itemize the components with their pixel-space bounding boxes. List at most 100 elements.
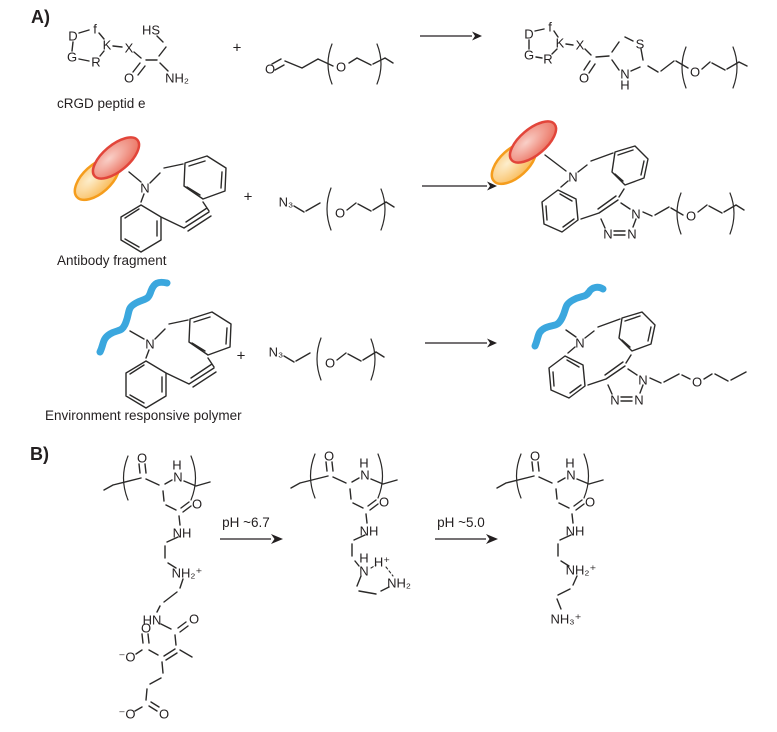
- polymer-squiggle: [96, 278, 171, 356]
- atom-O-label: O: [692, 375, 702, 390]
- atom-R-label: R: [91, 55, 100, 70]
- atom-HS-label: HS: [142, 23, 160, 38]
- atom-O-label: O: [159, 707, 169, 722]
- responsive-polymer-structure: N: [96, 278, 232, 409]
- atom-H-label: H: [359, 456, 368, 471]
- aldehyde-peg-structure: O O: [265, 43, 394, 85]
- monomer-bonds: [290, 461, 398, 524]
- arrow-head: [472, 31, 482, 41]
- peg-parentheses: [676, 192, 735, 235]
- atom-O-label: O: [141, 621, 151, 636]
- atom-N-label: N: [627, 227, 636, 242]
- reaction-arrow-row3: [425, 338, 497, 348]
- atom-NH3plus-label: NH₃⁺: [551, 612, 582, 627]
- atom-G-label: G: [67, 50, 77, 65]
- dbco-triazole-bonds: [548, 311, 656, 402]
- product3-ether-bonds: [649, 371, 747, 384]
- repeat-parentheses: [122, 455, 197, 501]
- atom-S-label: S: [636, 37, 645, 52]
- arrow-head: [487, 338, 497, 348]
- atom-N-label: N: [360, 468, 369, 483]
- atom-N-label: N: [145, 337, 154, 352]
- atom-H-label: H: [565, 456, 574, 471]
- azide-peg-bonds: [293, 201, 395, 213]
- dbco-group: N: [120, 155, 227, 253]
- dbco-bonds: [120, 155, 227, 253]
- atom-N-label: N: [603, 227, 612, 242]
- atom-N-label: N: [173, 470, 182, 485]
- atom-N-label: N: [575, 336, 584, 351]
- atom-O-label: O: [324, 449, 334, 464]
- atom-Hplus-label: H⁺: [374, 555, 390, 570]
- arrow-head: [271, 534, 283, 544]
- polymer-linker-bond: [129, 330, 145, 340]
- plus-sign-row3: +: [237, 348, 246, 365]
- atom-O-label: O: [325, 356, 335, 371]
- atom-O-label: O: [189, 612, 199, 627]
- atom-O-label: O: [336, 60, 346, 75]
- caption-crgd-peptide: cRGD peptid e: [57, 96, 146, 111]
- antibody-red-ellipse: [91, 136, 141, 180]
- hydrogen-bond-dashes: [370, 564, 394, 577]
- atom-N-label: N: [610, 393, 619, 408]
- azide-peg-structure: N₃ O: [279, 187, 395, 231]
- atom-N-label: N: [631, 207, 640, 222]
- atom-X-label: X: [125, 41, 134, 56]
- atom-O-label: O: [335, 206, 345, 221]
- ph-step2-arrow: pH ~5.0: [435, 515, 498, 544]
- atom-NH2-label: NH₂: [165, 71, 189, 86]
- azide-peg-structure: N₃ O: [269, 337, 385, 381]
- antibody-red-ellipse: [508, 120, 558, 164]
- structure1-side-chain: NH₂⁺ HN O O ⁻O O ⁻O: [119, 536, 202, 722]
- atom-O-label: O: [265, 62, 275, 77]
- atom-N-label: N: [620, 67, 629, 82]
- reaction-arrow-row1: [420, 31, 482, 41]
- dbco-bonds: [125, 311, 232, 409]
- dbco-triazole-core: N N N N: [541, 145, 649, 242]
- atom-N3-label: N₃: [269, 345, 284, 360]
- panel-b-label: B): [30, 444, 49, 464]
- atom-K-label: K: [103, 38, 112, 53]
- antibody-triazole-product-structure: N N N N O: [490, 120, 745, 242]
- atom-f-label: f: [548, 20, 552, 35]
- azide-peg-bonds: [283, 351, 385, 363]
- atom-O-label: O: [137, 451, 147, 466]
- panel-a-label: A): [31, 7, 50, 27]
- dbco-triazole-bonds: [541, 145, 649, 236]
- reaction-arrow-row2: [422, 181, 497, 191]
- polymer-monomer-unit-1: O H N O NH: [103, 451, 211, 541]
- atom-NH2plus-label: NH₂⁺: [566, 563, 597, 578]
- crgd-peptide-structure: D f K X G R HS O NH₂: [67, 22, 189, 86]
- atom-HN-label: HN: [143, 613, 162, 628]
- atom-O-label: O: [690, 65, 700, 80]
- peg-parentheses: [326, 187, 386, 231]
- antibody-fragment-structure: N: [73, 136, 227, 253]
- atom-Ominus-label: ⁻O: [119, 650, 136, 665]
- atom-N-label: N: [634, 393, 643, 408]
- atom-O-label: O: [379, 495, 389, 510]
- ph-step2-label: pH ~5.0: [437, 515, 485, 530]
- atom-NH2-label: NH₂: [387, 576, 411, 591]
- polymer-monomer-unit-2: O H N O NH: [290, 449, 398, 539]
- polymer-squiggle: [531, 283, 607, 350]
- caption-antibody-fragment: Antibody fragment: [57, 253, 167, 268]
- atom-G-label: G: [524, 48, 534, 63]
- atom-H-label: H: [172, 458, 181, 473]
- atom-f-label: f: [93, 22, 97, 37]
- structure2-side-chain: H N H⁺ NH₂: [351, 534, 411, 595]
- repeat-parentheses: [515, 453, 590, 499]
- atom-O-label: O: [686, 209, 696, 224]
- atom-H-label: H: [620, 78, 629, 93]
- monomer-bonds: [496, 461, 604, 524]
- atom-X-label: X: [576, 38, 585, 53]
- atom-D-label: D: [524, 27, 533, 42]
- caption-responsive-polymer: Environment responsive polymer: [45, 408, 242, 423]
- ph-step1-arrow: pH ~6.7: [220, 515, 283, 544]
- side-chain-bonds: [556, 534, 578, 610]
- atom-Ominus-label: ⁻O: [119, 707, 136, 722]
- atom-D-label: D: [68, 29, 77, 44]
- atom-K-label: K: [556, 36, 565, 51]
- peg-parentheses: [316, 337, 376, 381]
